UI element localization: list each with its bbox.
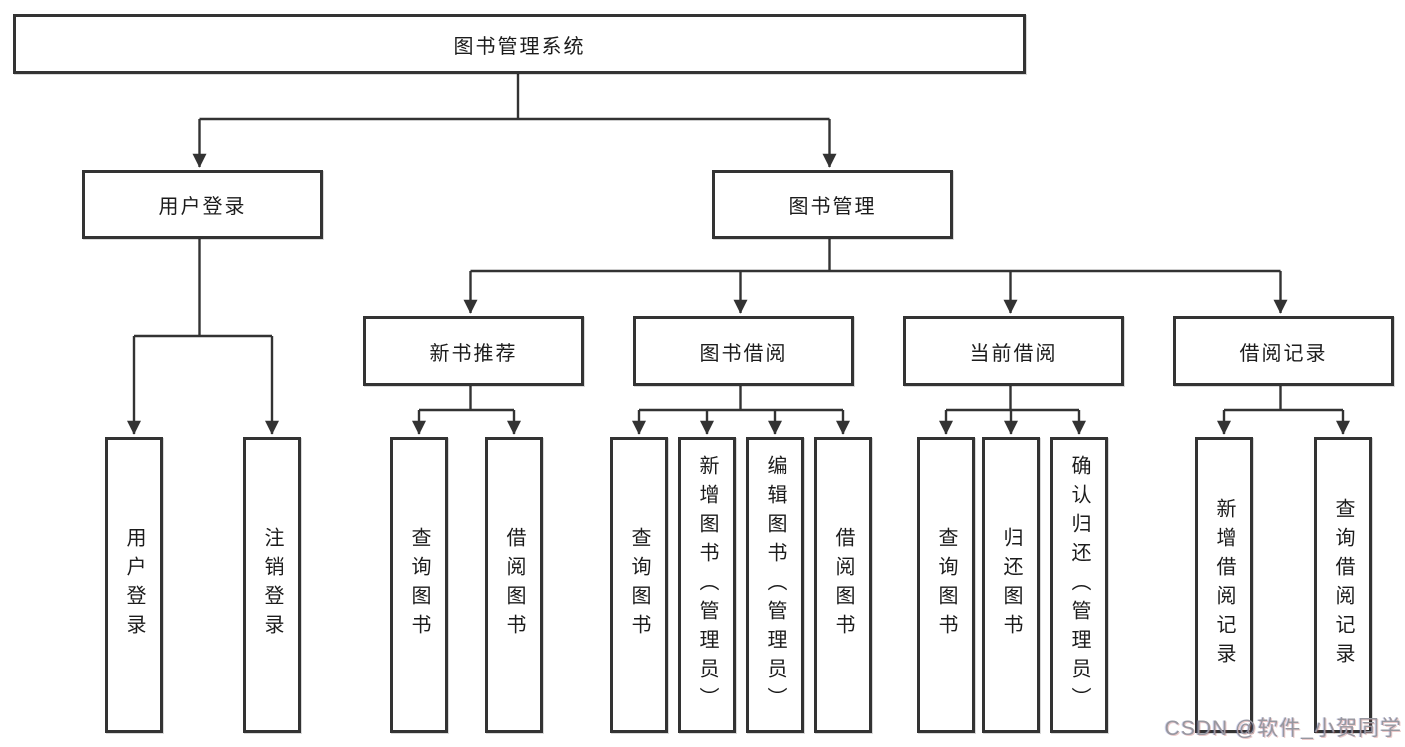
leaf-bb-borrow-books: 借阅图书 (814, 437, 872, 733)
leaf-cb-return-books: 归还图书 (982, 437, 1040, 733)
node-current-borrowing: 当前借阅 (903, 316, 1124, 386)
leaf-bb-add-books-admin: 新增图书（管理员） (678, 437, 736, 733)
node-label: 借阅图书 (832, 527, 854, 643)
leaf-bb-edit-books-admin: 编辑图书（管理员） (746, 437, 804, 733)
leaf-cb-query-books: 查询图书 (917, 437, 975, 733)
node-label: 借阅记录 (1239, 342, 1328, 365)
node-label: 注销登录 (261, 527, 283, 643)
csdn-watermark: CSDN @软件_小贺同学 (1164, 717, 1402, 740)
node-label: 查询图书 (628, 527, 650, 643)
leaf-logout: 注销登录 (243, 437, 301, 733)
node-label: 归还图书 (1000, 527, 1022, 643)
node-label: 新增借阅记录 (1213, 498, 1235, 672)
leaf-br-query-borrow-record: 查询借阅记录 (1314, 437, 1372, 733)
leaf-bb-query-books: 查询图书 (610, 437, 668, 733)
node-label: 图书管理系统 (453, 35, 586, 58)
node-new-book-recommend: 新书推荐 (363, 316, 584, 386)
node-label: 图书管理 (788, 196, 877, 218)
node-label: 图书借阅 (699, 342, 788, 365)
node-label: 借阅图书 (503, 527, 525, 643)
node-label: 新书推荐 (429, 342, 518, 365)
node-label: 用户登录 (123, 527, 145, 643)
leaf-br-add-borrow-record: 新增借阅记录 (1195, 437, 1253, 733)
leaf-user-login: 用户登录 (105, 437, 163, 733)
node-user-login: 用户登录 (82, 170, 323, 239)
node-label: 编辑图书（管理员） (764, 454, 786, 716)
node-label: 确认归还（管理员） (1068, 454, 1090, 716)
node-label: 查询图书 (408, 527, 430, 643)
leaf-nb-borrow-books: 借阅图书 (485, 437, 543, 733)
node-label: 用户登录 (158, 196, 247, 218)
node-borrowing-records: 借阅记录 (1173, 316, 1394, 386)
leaf-nb-query-books: 查询图书 (390, 437, 448, 733)
leaf-cb-confirm-return-admin: 确认归还（管理员） (1050, 437, 1108, 733)
node-label: 查询借阅记录 (1332, 498, 1354, 672)
node-label: 新增图书（管理员） (696, 454, 718, 716)
node-label: 当前借阅 (969, 342, 1058, 365)
node-book-borrowing: 图书借阅 (633, 316, 854, 386)
node-book-management: 图书管理 (712, 170, 953, 239)
node-label: 查询图书 (935, 527, 957, 643)
node-library-management-system: 图书管理系统 (13, 14, 1026, 74)
